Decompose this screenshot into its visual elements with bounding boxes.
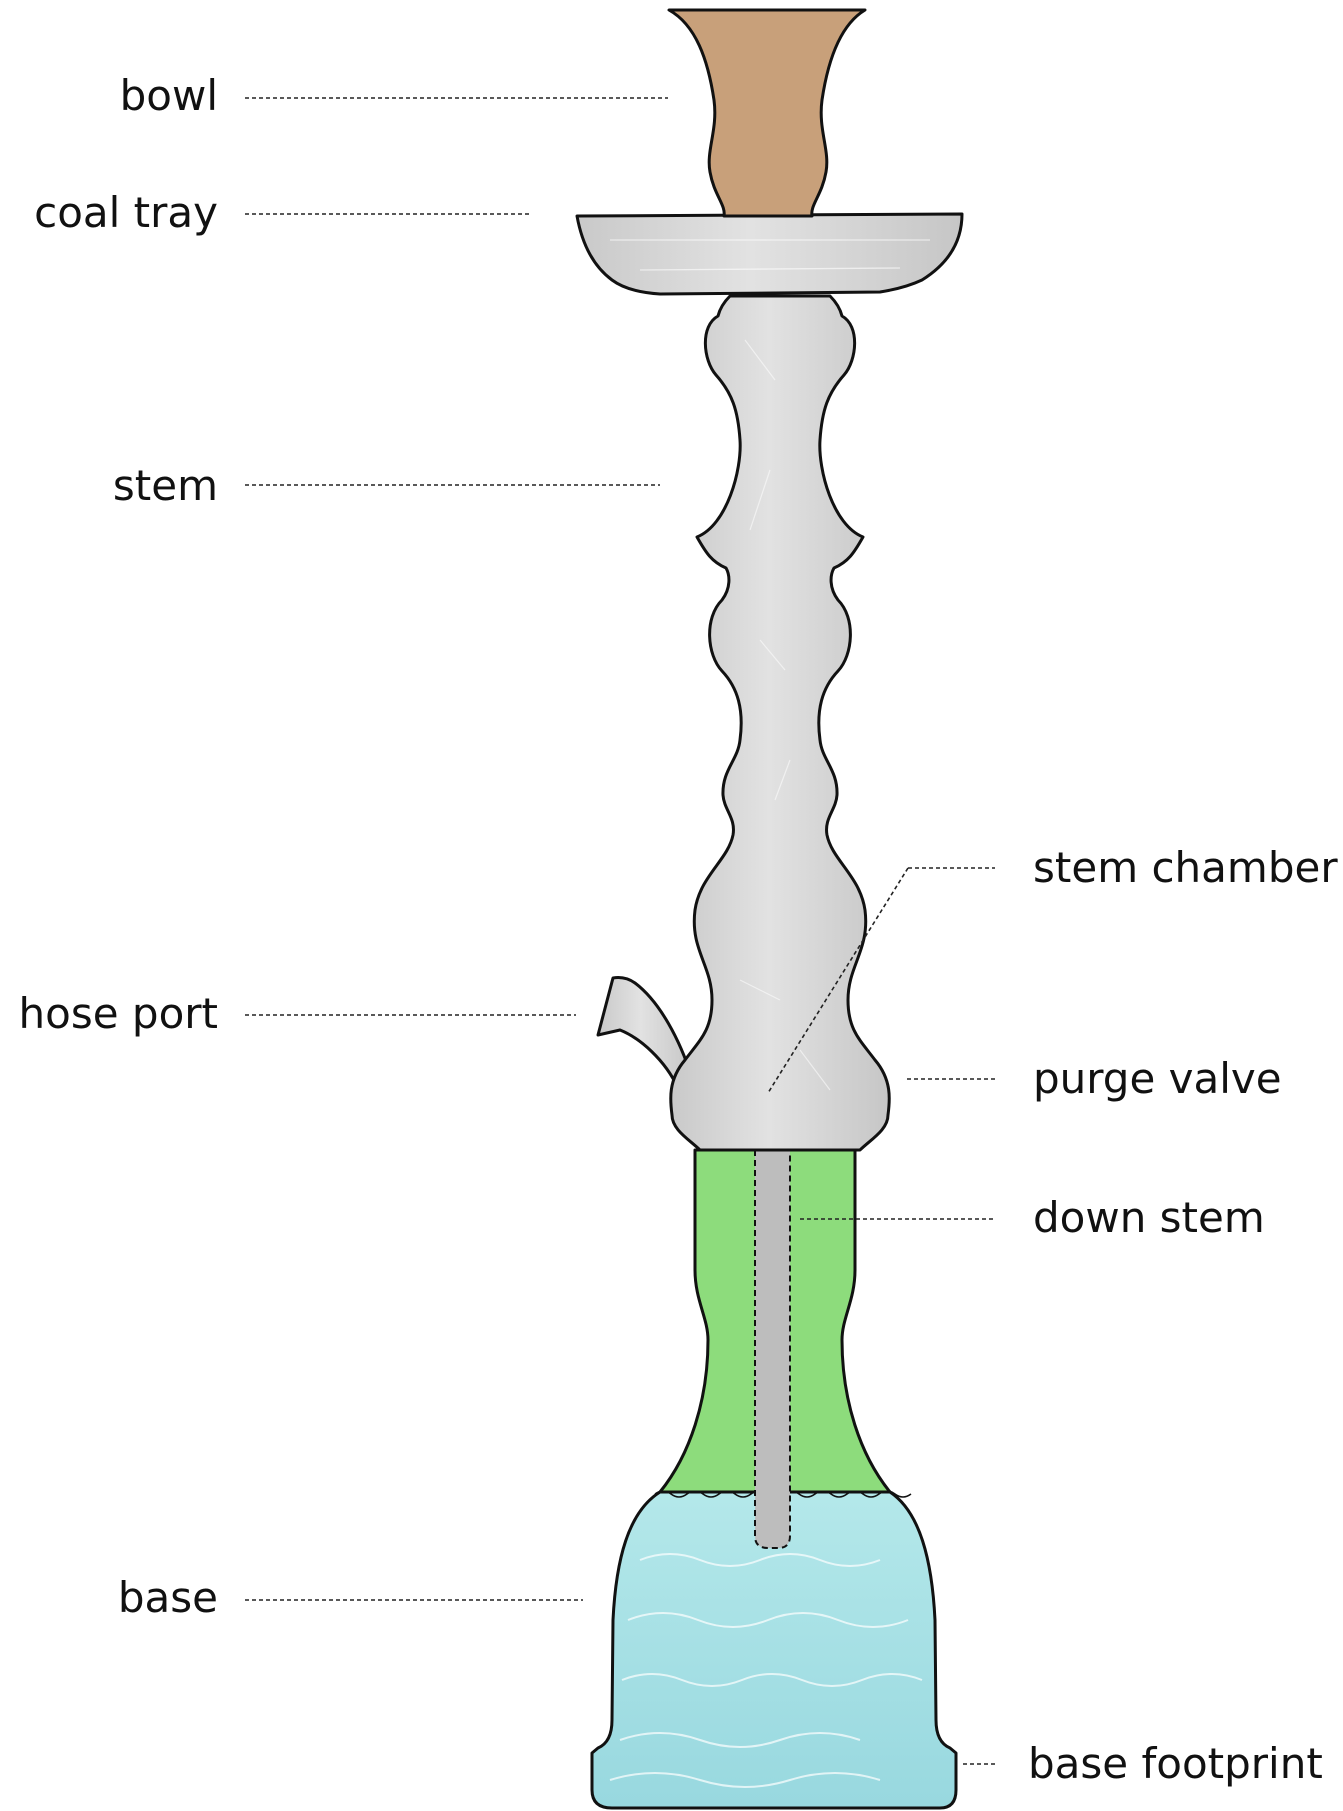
bowl-shape	[667, 8, 867, 218]
coal-tray-shape	[575, 212, 964, 296]
label-stem-chamber: stem chamber	[1033, 843, 1338, 892]
stem-texture	[739, 339, 831, 1091]
label-stem: stem	[113, 461, 218, 510]
label-base-footprint: base footprint	[1028, 1739, 1323, 1788]
label-purge-valve: purge valve	[1033, 1054, 1282, 1103]
label-hose-port: hose port	[19, 989, 218, 1038]
label-down-stem: down stem	[1033, 1193, 1265, 1242]
stem-body	[669, 294, 891, 1152]
hose-port-shape	[596, 976, 694, 1090]
base-water	[590, 1490, 958, 1810]
water-ripples	[609, 1553, 923, 1788]
coal-tray-texture	[610, 239, 930, 271]
leader-lines	[245, 97, 995, 1765]
label-coal-tray: coal tray	[34, 188, 218, 237]
label-bowl: bowl	[120, 71, 218, 120]
leader-stem-chamber-d	[767, 867, 909, 1094]
label-base: base	[118, 1573, 218, 1622]
down-stem	[754, 1149, 791, 1549]
